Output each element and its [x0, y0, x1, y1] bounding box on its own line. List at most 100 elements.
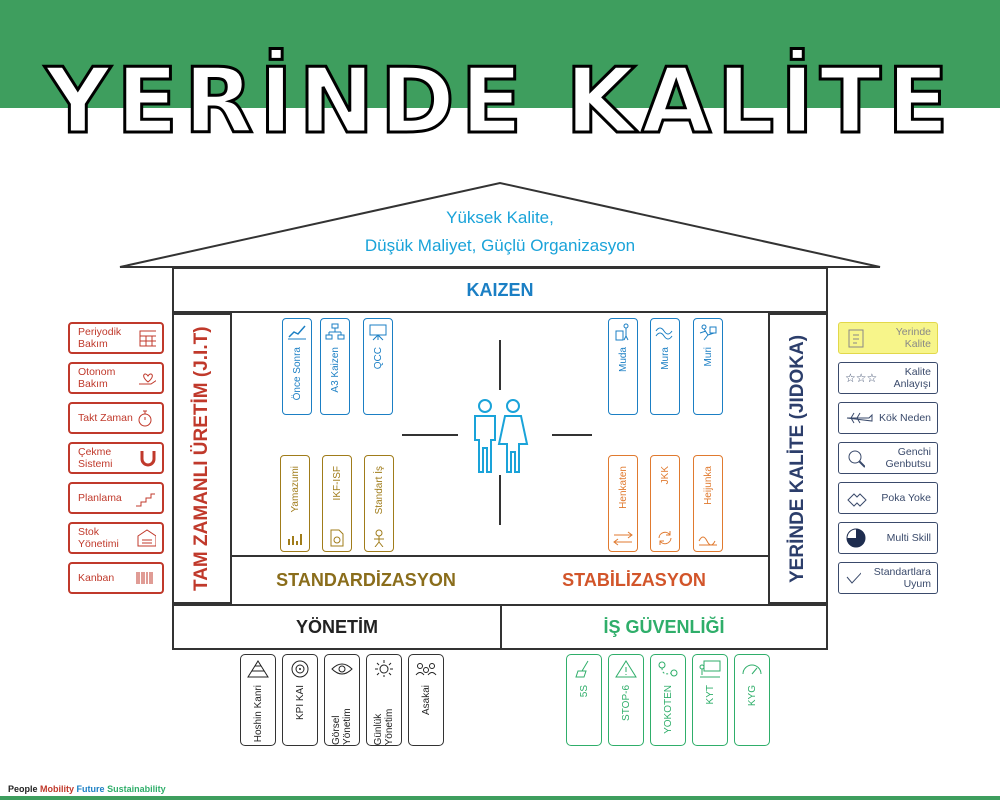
kaizen-bar: KAIZEN — [172, 267, 828, 313]
check-icon — [846, 572, 861, 584]
jidoka-pillar: YERİNDE KALİTE (JIDOKA) — [768, 313, 828, 604]
safety-cards: 5S STOP-6 YOKOTEN KYT KYG — [566, 654, 770, 746]
footer-tagline: People Mobility Future Sustainability — [8, 784, 166, 794]
card-gorsel-yonetim[interactable]: Görsel Yönetim — [324, 654, 360, 746]
sun-icon — [375, 660, 393, 677]
card-label: Önce Sonra — [291, 347, 303, 401]
roof-line-1: Yüksek Kalite, — [446, 208, 554, 227]
bar-chart-icon — [288, 534, 302, 545]
card-kyg[interactable]: KYG — [734, 654, 770, 746]
wave-icon — [655, 327, 673, 340]
card-henkaten[interactable]: Henkaten — [608, 455, 638, 552]
header-band — [0, 0, 1000, 108]
pyramid-icon — [247, 660, 269, 678]
card-a3-kaizen[interactable]: A3 Kaizen — [320, 318, 350, 415]
clipboard-icon — [848, 329, 864, 348]
cross-line-bottom — [499, 475, 501, 525]
calendar-icon — [139, 330, 156, 347]
trend-chart-icon — [288, 325, 306, 340]
card-gunluk-yonetim[interactable]: Günlük Yönetim — [366, 654, 402, 746]
inner-area — [232, 313, 768, 557]
safety-bar: İŞ GÜVENLİĞİ — [500, 604, 828, 650]
location-path-icon — [658, 661, 678, 677]
card-label: Yamazumi — [289, 466, 301, 513]
card-yamazumi[interactable]: Yamazumi — [280, 455, 310, 552]
cross-line-left — [402, 434, 458, 436]
card-label: Mura — [659, 347, 671, 370]
card-heijunka[interactable]: Heijunka — [693, 455, 723, 552]
jidoka-item-kok-neden[interactable]: Kök Neden — [838, 402, 938, 434]
jidoka-item-standartlara-uyum[interactable]: Standartlara Uyum — [838, 562, 938, 594]
card-label: IKF-ISF — [331, 466, 343, 501]
presentation-icon — [369, 324, 387, 341]
arrows-icon — [613, 531, 633, 546]
jidoka-item-kalite-anlayisi[interactable]: ☆☆☆Kalite Anlayışı — [838, 362, 938, 394]
team-icon — [415, 663, 437, 676]
jidoka-item-multi-skill[interactable]: Multi Skill — [838, 522, 938, 554]
card-hoshin-kanri[interactable]: Hoshin Kanri — [240, 654, 276, 746]
people-icon — [474, 399, 529, 473]
card-qcc[interactable]: QCC — [363, 318, 393, 415]
jit-item-cekme-sistemi[interactable]: Çekme Sistemi — [68, 442, 164, 474]
trash-person-icon — [615, 323, 629, 341]
stopwatch-icon — [138, 410, 152, 427]
stars-icon: ☆☆☆ — [845, 371, 878, 385]
jit-item-kanban[interactable]: Kanban — [68, 562, 164, 594]
stabilization-bar: STABİLİZASYON — [500, 557, 768, 604]
cycle-icon — [658, 531, 672, 545]
jidoka-item-yerinde-kalite[interactable]: Yerinde Kalite — [838, 322, 938, 354]
footer-band — [0, 796, 1000, 800]
standardization-bar: STANDARDİZASYON — [232, 557, 502, 604]
card-label: Henkaten — [617, 466, 629, 509]
card-jkk[interactable]: JKK — [650, 455, 680, 552]
card-label: A3 Kaizen — [329, 347, 341, 393]
page-title: YERİNDE KALİTE — [44, 49, 955, 154]
jit-item-stok-yonetimi[interactable]: Stok Yönetimi — [68, 522, 164, 554]
card-asakai[interactable]: Asakai — [408, 654, 444, 746]
magnet-icon — [140, 451, 156, 467]
jit-item-otonom-bakim[interactable]: Otonom Bakım — [68, 362, 164, 394]
eye-icon — [331, 663, 353, 675]
card-once-sonra[interactable]: Önce Sonra — [282, 318, 312, 415]
hand-heart-icon — [139, 373, 156, 385]
flowchart-icon — [325, 323, 345, 340]
roof-line-2: Düşük Maliyet, Güçlü Organizasyon — [364, 236, 636, 255]
warning-icon — [615, 660, 637, 678]
management-bar: YÖNETİM — [172, 604, 502, 650]
card-standart-is[interactable]: Standart İş — [364, 455, 394, 552]
warehouse-icon — [137, 529, 156, 547]
document-icon — [330, 529, 344, 547]
target-icon — [291, 660, 309, 678]
jidoka-item-poka-yoke[interactable]: Poka Yoke — [838, 482, 938, 514]
jit-tools-list: Periyodik Bakım Otonom Bakım Takt Zaman … — [68, 322, 164, 594]
fishbone-icon — [846, 412, 873, 424]
wave-level-icon — [698, 536, 717, 546]
puzzle-icon — [847, 493, 867, 507]
magnifier-icon — [848, 450, 865, 468]
jit-pillar: TAM ZAMANLI ÜRETİM (J.I.T) — [172, 313, 232, 604]
barcode-icon — [136, 572, 153, 584]
jit-item-periyodik-bakim[interactable]: Periyodik Bakım — [68, 322, 164, 354]
jit-item-planlama[interactable]: Planlama — [68, 482, 164, 514]
broom-icon — [575, 660, 589, 678]
card-label: Muri — [702, 347, 714, 367]
card-mura[interactable]: Mura — [650, 318, 680, 415]
card-ikf-isf[interactable]: IKF-ISF — [322, 455, 352, 552]
training-board-icon — [699, 660, 721, 678]
stairs-icon — [136, 493, 155, 507]
card-muri[interactable]: Muri — [693, 318, 723, 415]
jidoka-tools-list: Yerinde Kalite ☆☆☆Kalite Anlayışı Kök Ne… — [838, 322, 938, 594]
jidoka-item-genchi-genbutsu[interactable]: Genchi Genbutsu — [838, 442, 938, 474]
card-kyt[interactable]: KYT — [692, 654, 728, 746]
card-muda[interactable]: Muda — [608, 318, 638, 415]
overload-person-icon — [699, 324, 717, 341]
card-5s[interactable]: 5S — [566, 654, 602, 746]
card-label: Standart İş — [373, 466, 385, 515]
card-label: JKK — [659, 466, 671, 485]
management-cards: Hoshin Kanri KPI KAI Görsel Yönetim Günl… — [240, 654, 444, 746]
card-label: QCC — [372, 347, 384, 370]
card-yokoten[interactable]: YOKOTEN — [650, 654, 686, 746]
card-stop-6[interactable]: STOP-6 — [608, 654, 644, 746]
jit-item-takt-zaman[interactable]: Takt Zaman — [68, 402, 164, 434]
card-kpi-kai[interactable]: KPI KAI — [282, 654, 318, 746]
